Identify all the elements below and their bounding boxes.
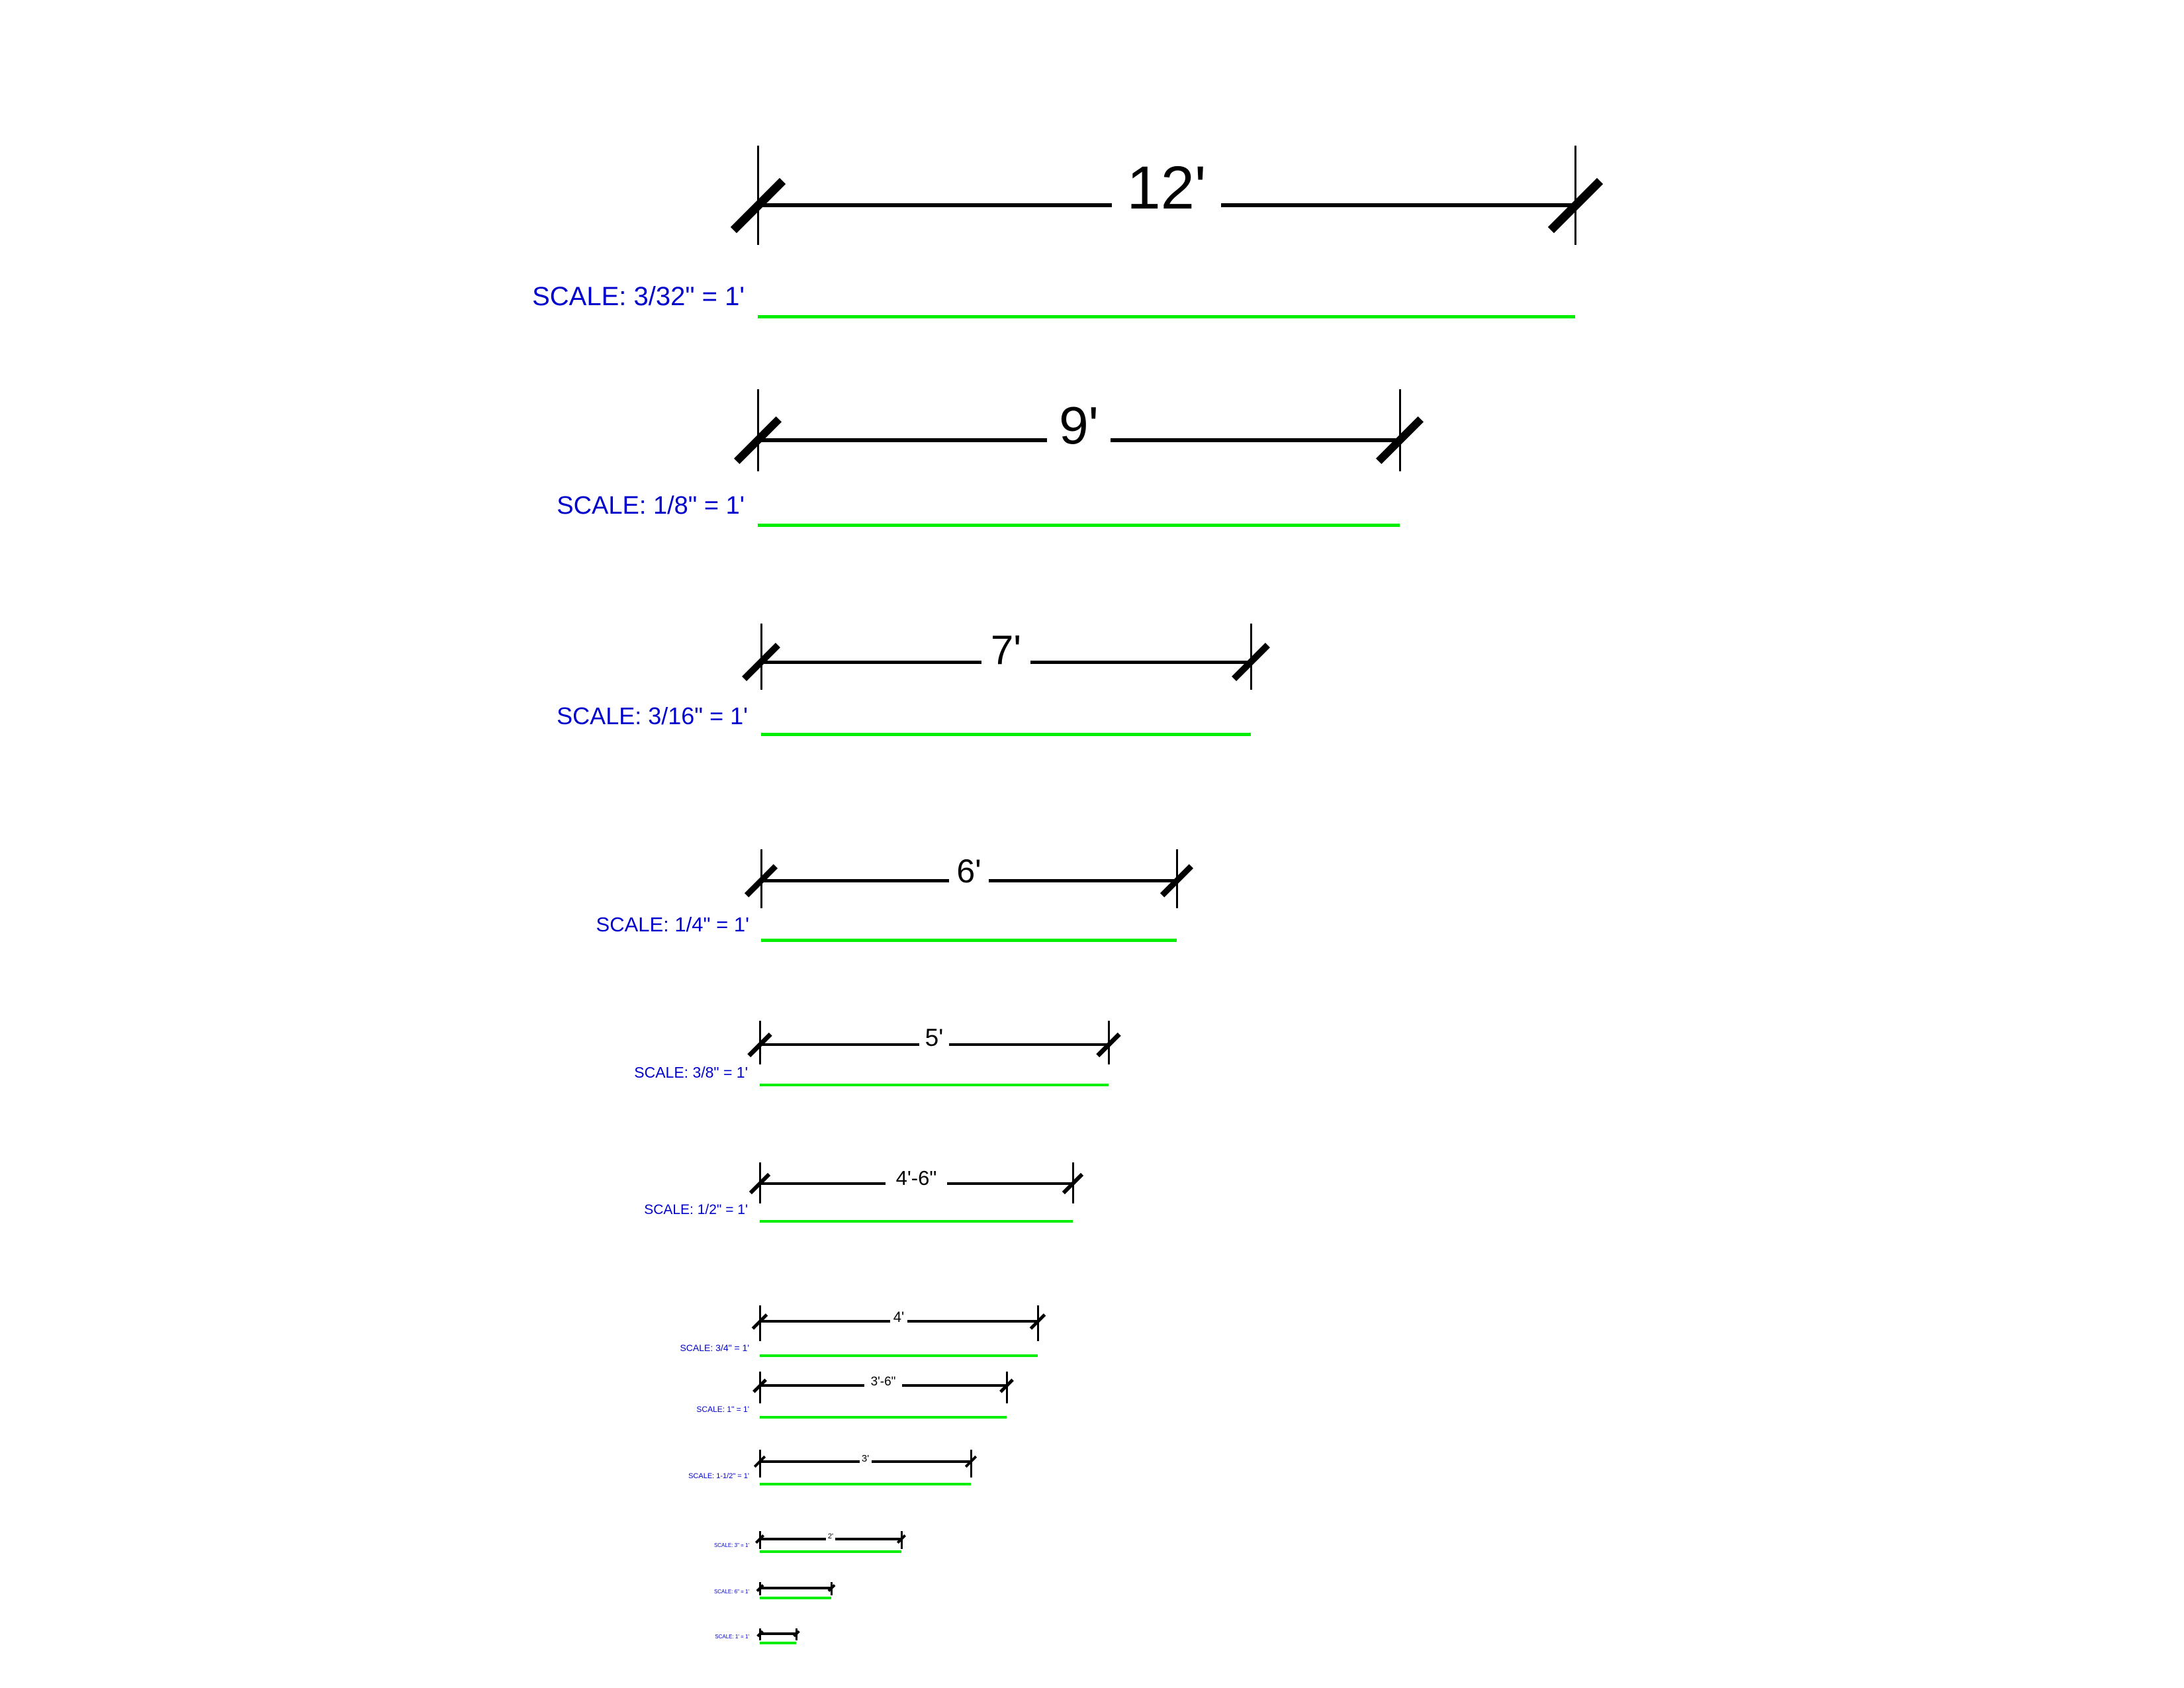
extension-line-right (1398, 389, 1401, 471)
scale-label: SCALE: 3/4" = 1' (680, 1342, 749, 1353)
dimension-line (907, 1320, 1038, 1323)
dimension-line (760, 1632, 796, 1635)
extension-line-left (758, 1450, 761, 1477)
scale-bar (758, 315, 1575, 318)
dimension-line (761, 660, 981, 664)
scale-label: SCALE: 3" = 1' (713, 1542, 749, 1548)
dimension-line (760, 1320, 890, 1323)
extension-line-left (756, 146, 759, 245)
scale-bar (760, 1354, 1038, 1357)
dimension-value: 9' (1059, 395, 1099, 455)
scale-label: SCALE: 1/2" = 1' (644, 1202, 748, 1218)
scale-bar (761, 733, 1251, 736)
dimension-line (1221, 203, 1575, 207)
dimension-line (758, 203, 1112, 207)
scale-bar (760, 1597, 831, 1599)
scale-label: SCALE: 3/32" = 1' (532, 282, 745, 311)
extension-line-left (756, 389, 759, 471)
dimension-line (760, 1460, 860, 1463)
dimension-line (760, 1384, 864, 1387)
dimension-value: 4' (893, 1308, 905, 1325)
dimension-line (758, 438, 1047, 442)
dimension-value: 6' (956, 853, 981, 890)
extension-line-right (970, 1450, 972, 1477)
dimension-line (902, 1384, 1007, 1387)
dimension-line (948, 1043, 1109, 1046)
dimension-line (871, 1460, 971, 1463)
dimension-value: 7' (990, 627, 1022, 673)
scale-bar (760, 1220, 1073, 1223)
dimension-value: 2' (827, 1532, 834, 1541)
scale-bar (760, 1550, 901, 1553)
dimension-value: 3' (861, 1453, 870, 1465)
scale-label: SCALE: 1' = 1' (715, 1633, 749, 1640)
dimension-value: 12' (1126, 154, 1206, 222)
dimension-line (835, 1538, 901, 1540)
dimension-value: 5' (925, 1024, 944, 1052)
scale-bar (760, 1483, 971, 1485)
scale-label: SCALE: 3/16" = 1' (557, 702, 748, 730)
scale-label: SCALE: 1/4" = 1' (596, 913, 749, 937)
dimension-line (1030, 660, 1251, 664)
dimension-line (760, 1538, 827, 1540)
scale-label: SCALE: 3/8" = 1' (634, 1063, 748, 1081)
scale-bar (760, 1416, 1007, 1419)
scale-bar (758, 524, 1400, 527)
dimension-line (760, 1182, 886, 1185)
dimension-line (760, 1043, 920, 1046)
dimension-line (1111, 438, 1400, 442)
scale-bar (761, 939, 1177, 942)
scale-label: SCALE: 1-1/2" = 1' (688, 1472, 749, 1481)
scale-bar (760, 1642, 796, 1644)
extension-line-right (1574, 146, 1576, 245)
dimension-line (761, 878, 949, 882)
dimension-line (760, 1587, 831, 1589)
dimension-value: 3'-6" (870, 1375, 896, 1389)
scale-label: SCALE: 6" = 1' (713, 1588, 749, 1595)
scale-label: SCALE: 1" = 1' (696, 1405, 749, 1415)
dimension-line (989, 878, 1177, 882)
scale-label: SCALE: 1/8" = 1' (557, 491, 745, 520)
scale-bar (760, 1084, 1109, 1086)
dimension-line (947, 1182, 1073, 1185)
dimension-value: 4'-6" (895, 1166, 937, 1190)
